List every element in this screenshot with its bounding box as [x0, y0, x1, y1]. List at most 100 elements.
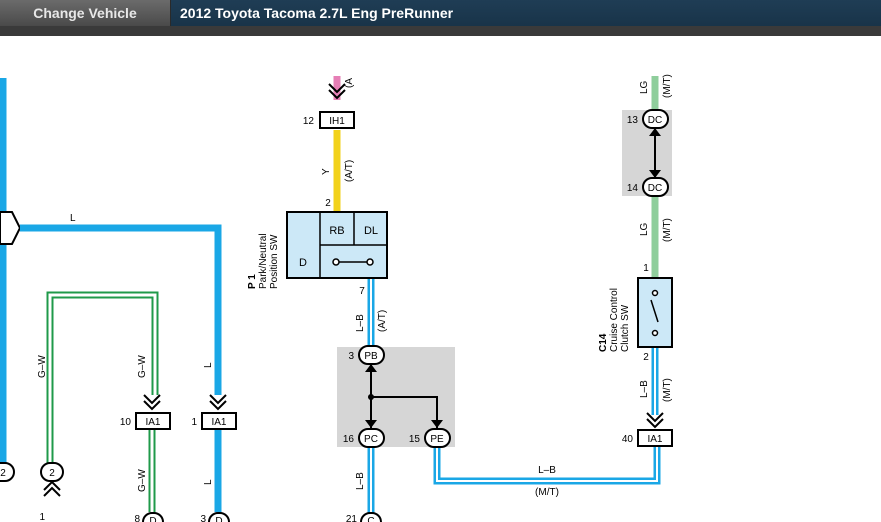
- connector-ia1-b-pin: 1: [191, 417, 197, 428]
- p1-code: P 1: [247, 274, 258, 289]
- ia1a-chevron-icon: [143, 394, 161, 411]
- node-2b-label: 2: [49, 468, 55, 479]
- connector-bottom-d2-label: D: [215, 516, 222, 522]
- connector-pb-label: PB: [364, 351, 378, 362]
- label-wire-lb-p1-note: (A/T): [377, 310, 388, 332]
- pe-arrow-down-icon: [431, 420, 443, 428]
- label-wire-l-right1: L: [203, 362, 214, 368]
- connector-pb: [358, 345, 385, 365]
- label-wire-lg-mid-note: (M/T): [662, 218, 673, 242]
- connector-pc-label: PC: [364, 434, 378, 445]
- connector-dc-top-label: DC: [648, 115, 662, 126]
- label-wire-lb-bottom-note: (M/T): [535, 487, 559, 498]
- connector-pe-pin: 15: [409, 434, 421, 445]
- label-wire-pink-note: (A: [344, 78, 355, 88]
- top-bar-strip: [0, 26, 881, 36]
- change-vehicle-button[interactable]: Change Vehicle: [0, 0, 171, 26]
- connector-ih1: [319, 111, 355, 129]
- connector-dc-top-pin: 13: [627, 115, 639, 126]
- label-wire-lb-p1: L–B: [355, 314, 366, 332]
- wiring-diagram: RB DL D 2 7 P 1 Park/Neutral Position SW…: [0, 74, 673, 522]
- connector-bottom-c-pin: 21: [346, 514, 358, 522]
- dc-arrow-up-icon: [649, 128, 661, 136]
- pc-arrow-down-icon: [365, 420, 377, 428]
- p1-contact-a: [332, 258, 340, 266]
- c14-contact-b: [651, 329, 659, 337]
- connector-bottom-d-pin: 8: [134, 514, 140, 522]
- label-wire-lg-mid: LG: [639, 222, 650, 236]
- label-wire-lb-c14-note: (M/T): [662, 378, 673, 402]
- connector-bottom-d2-pin: 3: [200, 514, 206, 522]
- label-wire-gw-mid: G–W: [137, 355, 148, 378]
- label-wire-lb-bottom: L–B: [538, 465, 556, 476]
- p1-cell-dl: DL: [364, 225, 378, 237]
- connector-ia1-c-pin: 40: [622, 434, 634, 445]
- node-2a-label: 2: [0, 468, 6, 479]
- node-2a: [0, 462, 15, 482]
- c14-pin-bottom: 2: [643, 352, 649, 363]
- connector-ia1-c-label: IA1: [647, 434, 662, 445]
- connector-bottom-d-label: D: [149, 516, 156, 522]
- label-wire-lb-c14: L–B: [639, 380, 650, 398]
- pb-arrow-up-icon: [365, 364, 377, 372]
- ia1c-chevron-icon: [646, 412, 664, 429]
- connector-pc: [358, 428, 385, 448]
- node-2b: [40, 462, 64, 482]
- wire-l-top: [20, 224, 222, 395]
- wire-gw-inner: [48, 293, 157, 465]
- wire-lb-bottom-stripe: [436, 447, 658, 482]
- p1-pin-top: 2: [325, 198, 331, 209]
- connector-pe-label: PE: [430, 434, 444, 445]
- vehicle-title: 2012 Toyota Tacoma 2.7L Eng PreRunner: [180, 5, 454, 21]
- connector-dc-bot-label: DC: [648, 183, 662, 194]
- connector-bottom-d2: [208, 512, 230, 522]
- connector-bottom-d: [142, 512, 164, 522]
- label-wire-y: Y: [321, 168, 332, 175]
- p1-cell-d: D: [299, 257, 307, 269]
- connector-dc-top: [642, 109, 669, 129]
- node2b-chevron-icon: [43, 480, 61, 497]
- pb-junction-dot: [368, 394, 374, 400]
- wire-gw-outer: [46, 291, 159, 465]
- p1-name-line1: Park/Neutral: [258, 233, 269, 289]
- connector-dc-bot-pin: 14: [627, 183, 639, 194]
- connector-pc-pin: 16: [343, 434, 355, 445]
- dc-arrow-down-icon: [649, 170, 661, 178]
- connector-dc-bot: [642, 177, 669, 197]
- connector-pe: [424, 428, 451, 448]
- connector-ia1-a-label: IA1: [145, 417, 160, 428]
- label-wire-l-top: L: [70, 213, 76, 224]
- p1-pin-bottom: 7: [359, 286, 365, 297]
- connector-ia1-c: [637, 429, 673, 447]
- ih1-chevron-icon: [328, 83, 346, 100]
- connector-pb-pin: 3: [348, 351, 354, 362]
- p1-cell-rb: RB: [329, 225, 344, 237]
- bottom-pin-1: 1: [39, 512, 45, 522]
- c14-pin-top: 1: [643, 263, 649, 274]
- connector-ia1-b: [201, 412, 237, 430]
- pb-pe-link: [371, 396, 438, 430]
- connector-ia1-a: [135, 412, 171, 430]
- label-wire-y-note: (A/T): [344, 160, 355, 182]
- c14-name-line2: Clutch SW: [620, 304, 631, 352]
- connector-bottom-c-label: C: [367, 516, 374, 522]
- p1-contact-b: [366, 258, 374, 266]
- c14-switch-lever: [650, 299, 659, 323]
- ia1b-chevron-icon: [209, 394, 227, 411]
- left-junction-connector: [0, 211, 22, 245]
- label-wire-l-right2: L: [203, 479, 214, 485]
- label-wire-lg-top-note: (M/T): [662, 74, 673, 98]
- c14-code: C14: [598, 333, 609, 352]
- connector-ih1-label: IH1: [329, 116, 345, 127]
- c14-contact-a: [651, 289, 659, 297]
- connector-bottom-c: [360, 512, 382, 522]
- label-wire-lb-pc: L–B: [355, 472, 366, 490]
- connector-ia1-b-label: IA1: [211, 417, 226, 428]
- connector-ia1-a-pin: 10: [120, 417, 132, 428]
- label-wire-lg-top: LG: [639, 80, 650, 94]
- p1-name-line2: Position SW: [269, 234, 280, 289]
- label-wire-gw-low: G–W: [137, 469, 148, 492]
- label-wire-gw-left: G–W: [37, 355, 48, 378]
- connector-ih1-pin: 12: [303, 116, 315, 127]
- c14-name-line1: Cruise Control: [609, 288, 620, 352]
